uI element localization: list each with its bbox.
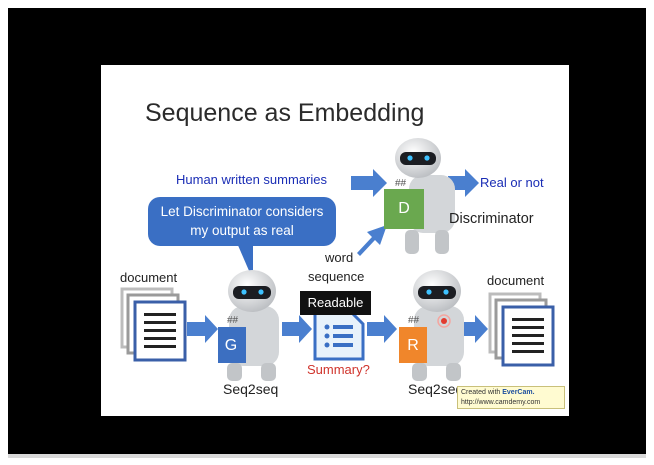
watermark-prefix: Created with bbox=[461, 389, 503, 396]
svg-text:##: ## bbox=[395, 178, 407, 189]
arrow-icon bbox=[187, 315, 218, 343]
document-right-icon bbox=[488, 292, 555, 367]
video-player[interactable]: ## ## bbox=[8, 8, 646, 454]
generator-label: Seq2seq bbox=[223, 381, 279, 397]
video-progress-bar[interactable] bbox=[8, 454, 646, 458]
arrow-icon bbox=[282, 315, 312, 343]
arrow-icon bbox=[448, 169, 479, 197]
word-label: word bbox=[325, 250, 354, 265]
generator-robot-icon: ## bbox=[218, 270, 279, 381]
svg-text:##: ## bbox=[408, 315, 420, 326]
sequence-label: sequence bbox=[308, 269, 365, 284]
arrow-icon bbox=[367, 315, 397, 343]
document-left-icon bbox=[120, 287, 187, 362]
bubble-line-2: my output as real bbox=[190, 223, 294, 238]
arrow-icon bbox=[458, 315, 488, 343]
svg-text:##: ## bbox=[227, 315, 239, 326]
bubble-line-1: Let Discriminator considers bbox=[160, 204, 324, 219]
arrow-icon bbox=[351, 169, 387, 197]
speech-bubble: Let Discriminator considers my output as… bbox=[148, 197, 336, 246]
readable-tooltip: Readable bbox=[300, 291, 371, 315]
arrow-icons bbox=[187, 169, 488, 343]
arrow-icon bbox=[357, 225, 387, 256]
summary-question-label: Summary? bbox=[307, 362, 370, 377]
reconstructor-badge: R bbox=[407, 337, 419, 354]
summary-document-icon bbox=[313, 310, 365, 361]
evercam-watermark[interactable]: Created with EverCam. http://www.camdemy… bbox=[457, 386, 565, 409]
discriminator-label: Discriminator bbox=[449, 211, 534, 227]
reconstructor-label: Seq2seq bbox=[408, 381, 464, 397]
watermark-brand: EverCam. bbox=[502, 389, 535, 396]
human-summaries-label: Human written summaries bbox=[176, 172, 327, 187]
watermark-url[interactable]: http://www.camdemy.com bbox=[461, 399, 541, 406]
document-left-label: document bbox=[120, 270, 178, 285]
slide-graphics: ## ## bbox=[120, 138, 555, 381]
slide: ## ## bbox=[101, 65, 569, 416]
document-right-label: document bbox=[487, 273, 545, 288]
generator-badge: G bbox=[224, 337, 238, 354]
discriminator-badge: D bbox=[398, 200, 410, 217]
slide-title: Sequence as Embedding bbox=[145, 99, 425, 127]
discriminator-robot-icon: ## bbox=[384, 138, 455, 254]
reconstructor-robot-icon: ## bbox=[399, 270, 464, 381]
real-or-not-label: Real or not bbox=[480, 175, 544, 190]
